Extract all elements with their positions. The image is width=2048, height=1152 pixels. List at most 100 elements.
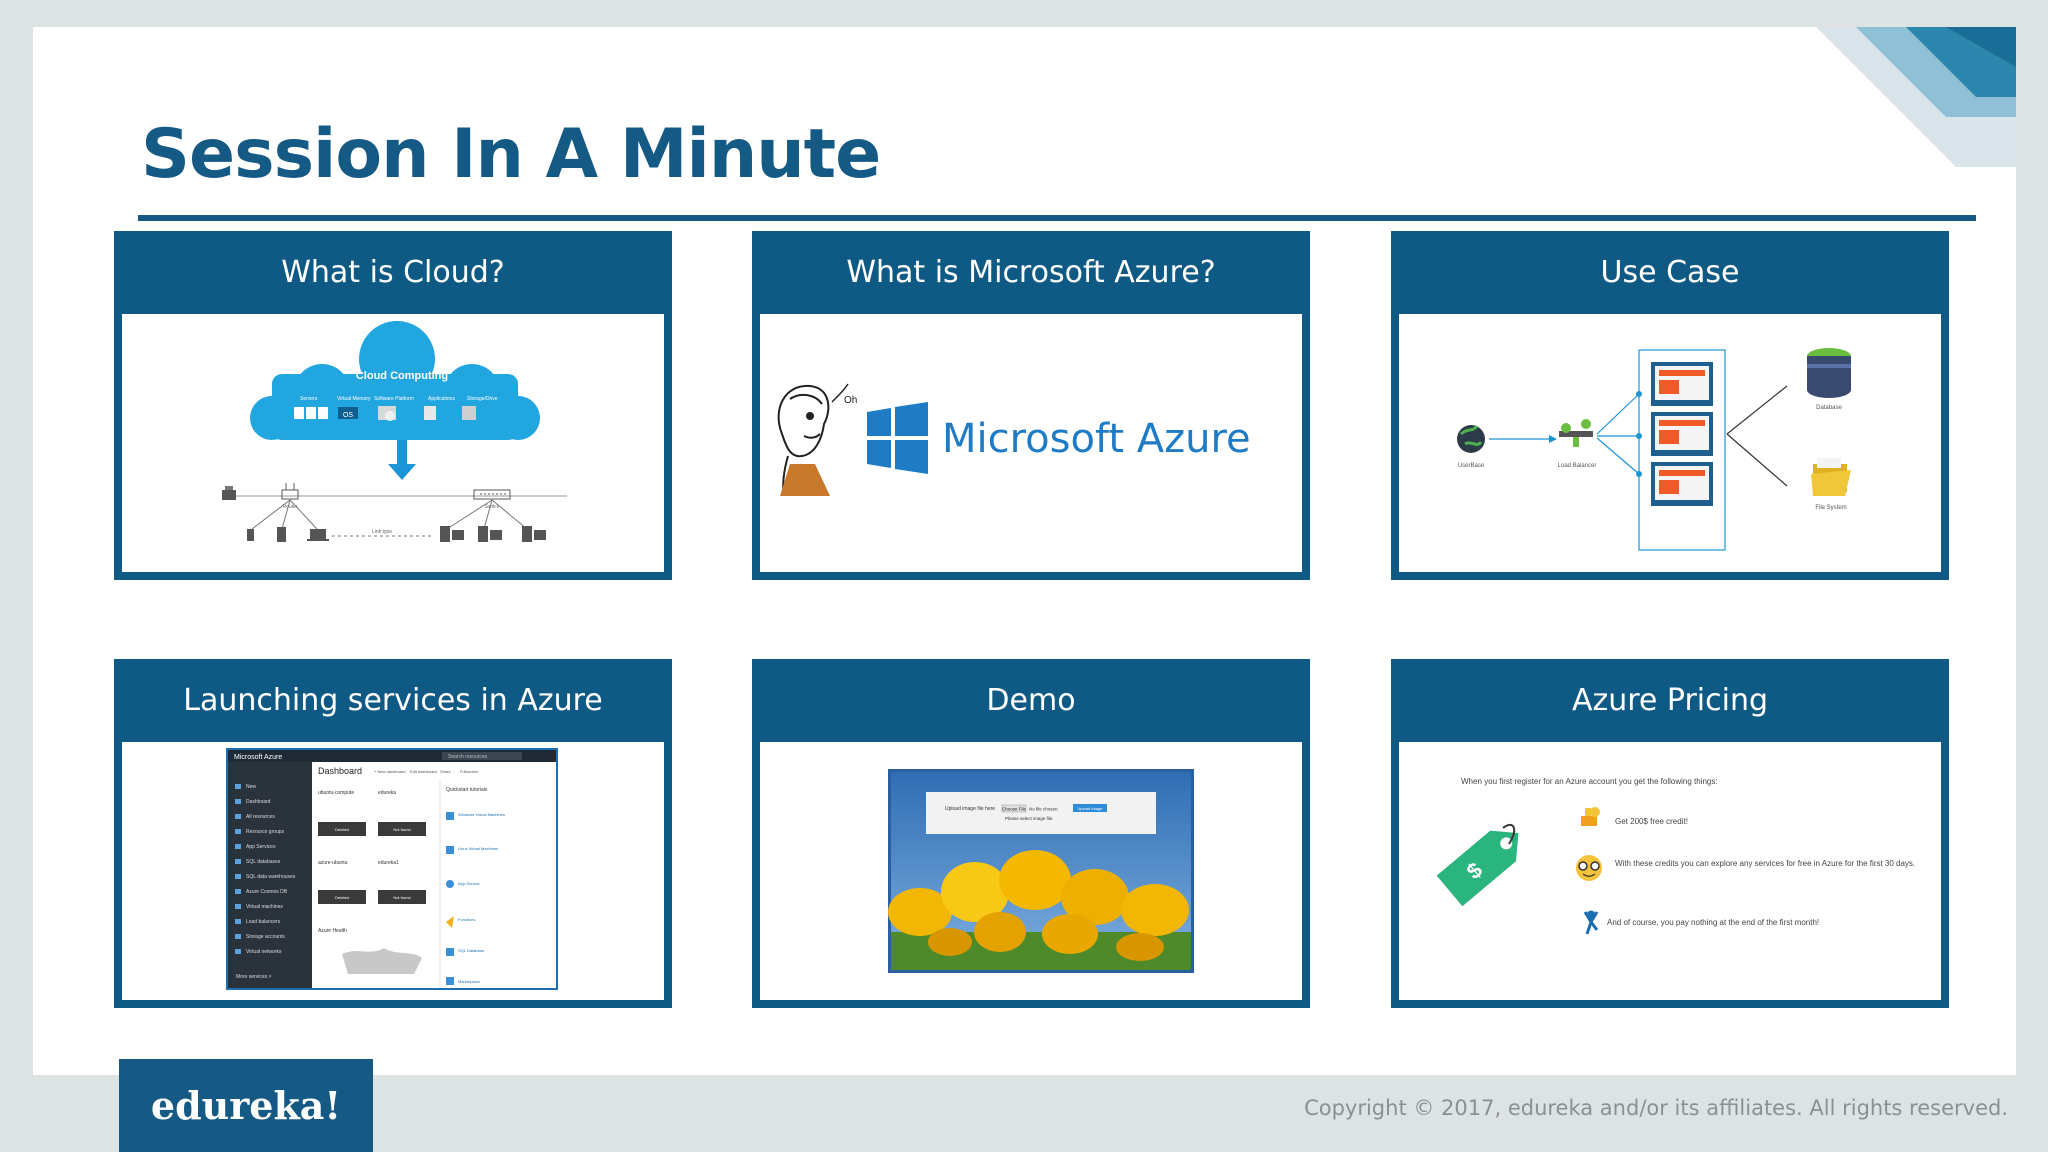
card-title: Demo xyxy=(986,683,1076,718)
card-what-is-azure[interactable]: What is Microsoft Azure? Oh Microsoft Az… xyxy=(752,231,1310,580)
card-thumbnail: Microsoft Azure Search resources New Das… xyxy=(122,742,664,1000)
card-launching-services[interactable]: Launching services in Azure Microsoft Az… xyxy=(114,659,672,1008)
service-icons xyxy=(294,406,476,421)
pricing-item-3: And of course, you pay nothing at the en… xyxy=(1607,918,1819,927)
coins-hand-icon xyxy=(1581,807,1600,826)
pricing-intro: When you first register for an Azure acc… xyxy=(1461,777,1718,786)
pricing-graphic: When you first register for an Azure acc… xyxy=(1436,777,1915,935)
azure-brand-text: Microsoft Azure xyxy=(942,416,1251,462)
svg-text:Windows Virtual Machines: Windows Virtual Machines xyxy=(458,812,505,817)
service-label-apps: Applications xyxy=(428,396,455,402)
card-title: Use Case xyxy=(1600,255,1740,290)
svg-text:Azure Cosmos DB: Azure Cosmos DB xyxy=(246,889,288,895)
card-title: What is Microsoft Azure? xyxy=(846,255,1216,290)
edureka-logo: edureka! xyxy=(119,1059,373,1152)
svg-text:New: New xyxy=(246,784,256,790)
svg-text:Upload Image: Upload Image xyxy=(1078,806,1104,811)
svg-text:Marketplace: Marketplace xyxy=(458,979,481,984)
card-title: Launching services in Azure xyxy=(183,683,603,718)
svg-text:More services >: More services > xyxy=(236,974,272,980)
pricing-item-2: With these credits you can explore any s… xyxy=(1615,859,1915,868)
portal-dashboard-title: Dashboard xyxy=(318,766,362,776)
file-system-label: File System xyxy=(1815,505,1846,511)
svg-text:SQL databases: SQL databases xyxy=(246,859,281,865)
thinking-person-icon xyxy=(777,384,830,497)
card-thumbnail: UserBase Load Balancer xyxy=(1399,314,1941,572)
svg-text:Virtual networks: Virtual networks xyxy=(246,949,282,955)
windows-logo-icon xyxy=(867,402,928,474)
portal-quickstart: Quickstart tutorials xyxy=(446,787,488,793)
svg-text:Virtual machines: Virtual machines xyxy=(246,904,283,910)
portal-quickstart-list: Windows Virtual Machines Linux Virtual M… xyxy=(446,812,505,985)
svg-text:Edit dashboard: Edit dashboard xyxy=(410,769,437,774)
userbase-label: UserBase xyxy=(1458,463,1485,469)
pricing-item-1: Get 200$ free credit! xyxy=(1615,817,1688,826)
database-icon xyxy=(1807,348,1851,398)
card-what-is-cloud[interactable]: What is Cloud? Cloud Computing Servers V… xyxy=(114,231,672,580)
speech-text: Oh xyxy=(844,395,857,406)
svg-text:Share: Share xyxy=(440,769,451,774)
web-server-icons xyxy=(1651,362,1713,506)
smiley-glasses-icon xyxy=(1576,855,1602,881)
svg-text:edureka: edureka xyxy=(378,790,396,796)
svg-text:azure-ubuntu: azure-ubuntu xyxy=(318,860,348,866)
svg-text:Storage accounts: Storage accounts xyxy=(246,934,285,940)
portal-nav: New Dashboard All resources Resource gro… xyxy=(236,784,296,980)
svg-text:Resource groups: Resource groups xyxy=(246,829,285,835)
card-azure-pricing[interactable]: Azure Pricing When you first register fo… xyxy=(1391,659,1949,1008)
upload-label: Upload image file here xyxy=(945,806,995,812)
svg-text:Fullscreen: Fullscreen xyxy=(460,769,478,774)
service-label-storage: Storage/Drive xyxy=(467,396,498,402)
svg-text:Deleted: Deleted xyxy=(335,827,349,832)
svg-text:Dashboard: Dashboard xyxy=(246,799,271,805)
svg-text:Not found: Not found xyxy=(393,895,410,900)
person-shirt xyxy=(780,464,830,496)
folder-icon xyxy=(1811,458,1851,496)
download-arrow-icon xyxy=(388,440,416,480)
load-balancer-label: Load Balancer xyxy=(1558,463,1597,469)
jumping-person-icon xyxy=(1583,910,1599,935)
card-use-case[interactable]: Use Case UserBase Load Balancer xyxy=(1391,231,1949,580)
azure-intro-graphic: Oh Microsoft Azure xyxy=(777,383,1251,497)
portal-sidebar xyxy=(228,762,312,988)
svg-text:Deleted: Deleted xyxy=(335,895,349,900)
device-icons xyxy=(247,526,546,542)
portal-brand: Microsoft Azure xyxy=(234,754,282,761)
svg-text:Functions: Functions xyxy=(458,917,475,922)
load-balancer-icon xyxy=(1559,419,1593,447)
network-links xyxy=(251,499,528,537)
os-label: OS xyxy=(343,412,353,419)
cloud-label: Cloud Computing xyxy=(356,370,448,382)
file-status: No file chosen xyxy=(1029,807,1058,812)
choose-file-button[interactable] xyxy=(1001,804,1027,813)
service-label-platform: Software Platform xyxy=(374,396,414,402)
demo-screenshot: Upload image file here Choose File No fi… xyxy=(888,769,1194,973)
service-label-memory: Virtual Memory xyxy=(337,396,371,402)
service-label-servers: Servers xyxy=(300,396,318,402)
printer-icon xyxy=(222,486,236,500)
portal-tiles: ubuntu-compute Deleted edureka Not found… xyxy=(318,790,426,974)
portal-search: Search resources xyxy=(448,754,488,760)
upload-hint: Please select image file. xyxy=(1005,816,1054,821)
portal-toolbar: + New dashboard Edit dashboard Share Ful… xyxy=(374,769,478,774)
title-underline xyxy=(138,215,1976,221)
svg-text:App Service: App Service xyxy=(458,881,480,886)
svg-text:Azure Health: Azure Health xyxy=(318,928,347,934)
svg-text:ubuntu-compute: ubuntu-compute xyxy=(318,790,354,796)
svg-text:Load balancers: Load balancers xyxy=(246,919,281,925)
card-demo[interactable]: Demo Upload image xyxy=(752,659,1310,1008)
svg-text:SQL Database: SQL Database xyxy=(458,948,485,953)
card-thumbnail: When you first register for an Azure acc… xyxy=(1399,742,1941,1000)
server-group-border xyxy=(1638,349,1726,551)
svg-text:Linux Virtual Machines: Linux Virtual Machines xyxy=(458,846,498,851)
azure-portal-screenshot: Microsoft Azure Search resources New Das… xyxy=(226,748,558,990)
card-thumbnail: Upload image file here Choose File No fi… xyxy=(760,742,1302,1000)
svg-text:Choose File: Choose File xyxy=(1002,807,1027,812)
tulip-flowers xyxy=(888,850,1191,970)
corner-decoration xyxy=(1816,27,2016,167)
card-title: Azure Pricing xyxy=(1571,683,1769,718)
card-thumbnail: Cloud Computing Servers Virtual Memory S… xyxy=(122,314,664,572)
upload-image-button[interactable] xyxy=(1073,804,1107,812)
switch-icon xyxy=(473,489,511,500)
database-label: Database xyxy=(1816,405,1842,411)
